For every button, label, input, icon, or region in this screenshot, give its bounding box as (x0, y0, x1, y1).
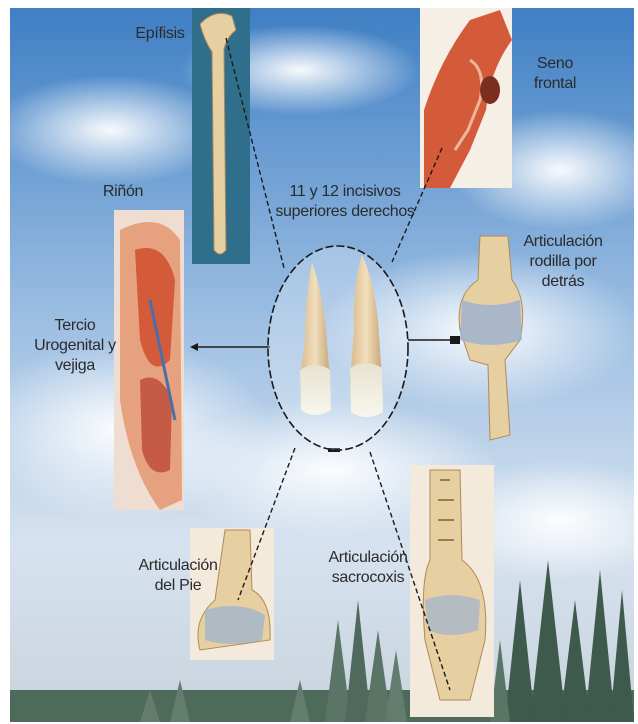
label-line: Epífisis (130, 24, 190, 44)
label-rodilla: Articulación rodilla por detrás (508, 232, 618, 292)
label-line: Articulación (128, 556, 228, 576)
label-line: Articulación (318, 548, 418, 568)
teeth-circle (268, 246, 408, 450)
marker-rodilla (450, 336, 460, 344)
label-rinon: Riñón (98, 182, 148, 202)
label-sacrocoxis: Articulación sacrocoxis (318, 548, 418, 588)
title-line: superiores derechos (270, 202, 420, 222)
label-line: Riñón (98, 182, 148, 202)
center-title: 11 y 12 incisivos superiores derechos (270, 182, 420, 222)
label-epifisis: Epífisis (130, 24, 190, 44)
label-tercio-urogenital: Tercio Urogenital y vejiga (20, 316, 130, 376)
label-line: del Pie (128, 576, 228, 596)
femur-image (192, 8, 250, 264)
label-line: Articulación (508, 232, 618, 252)
label-line: Seno (520, 54, 590, 74)
label-line: vejiga (20, 356, 130, 376)
spine-image (410, 465, 494, 717)
label-line: Tercio (20, 316, 130, 336)
label-line: Urogenital y (20, 336, 130, 356)
title-line: 11 y 12 incisivos (270, 182, 420, 202)
label-line: rodilla por (508, 252, 618, 272)
label-line: detrás (508, 272, 618, 292)
label-line: sacrocoxis (318, 568, 418, 588)
label-line: frontal (520, 74, 590, 94)
label-pie: Articulación del Pie (128, 556, 228, 596)
skull-image (420, 8, 512, 188)
label-seno-frontal: Seno frontal (520, 54, 590, 94)
